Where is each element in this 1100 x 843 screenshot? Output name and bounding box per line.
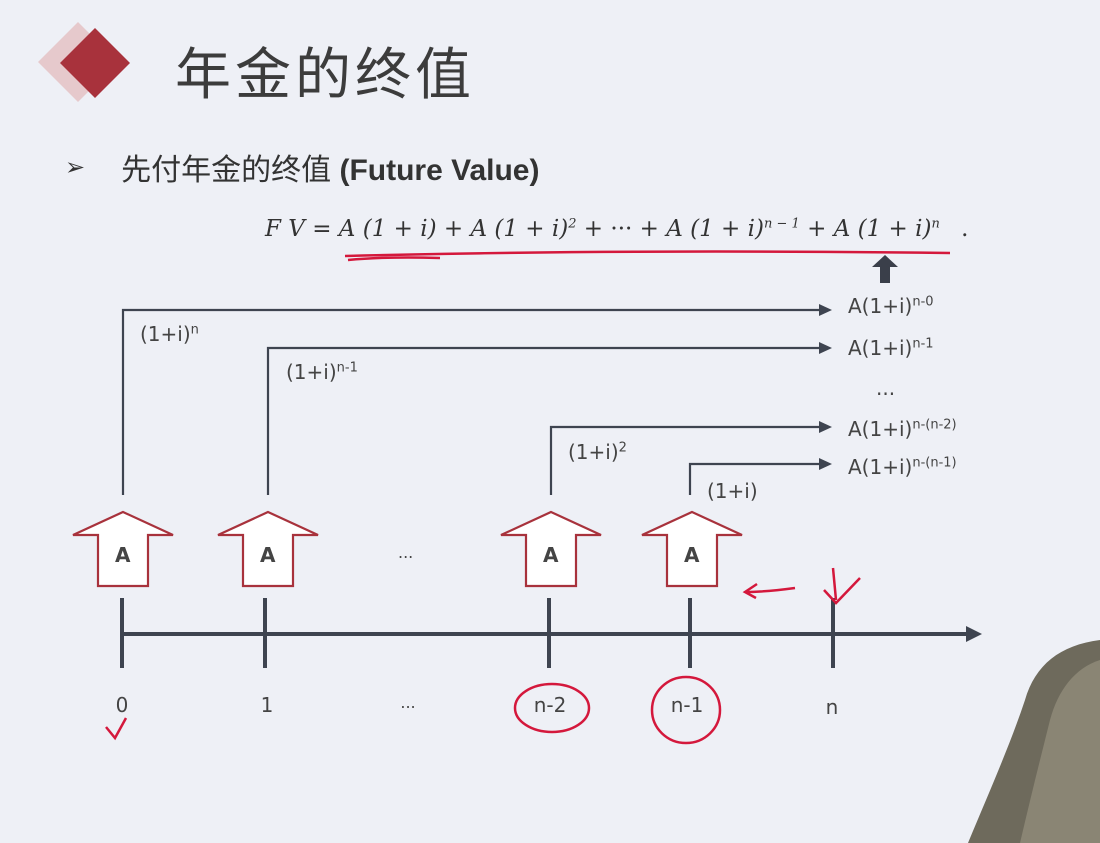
payment-label-n-2: A	[543, 543, 559, 567]
left-arrow-mark	[742, 582, 796, 600]
formula-term-4: A (1 + i)	[833, 216, 932, 242]
check-mark	[105, 717, 128, 741]
subtitle-row: ➢ 先付年金的终值 (Future Value)	[65, 145, 539, 189]
up-pointer-icon	[872, 255, 898, 283]
factor-label-n-2: (1+i)2	[568, 440, 627, 464]
formula-plus-3: +	[807, 216, 827, 242]
formula-plus-2: + ··· +	[583, 216, 659, 242]
tick-label-1: 1	[260, 693, 274, 717]
title-diamond-icon	[38, 22, 130, 102]
flow-line-0	[121, 308, 822, 495]
formula-eq: =	[312, 216, 332, 242]
subtitle-en: (Future Value)	[339, 154, 540, 187]
result-label-1: A(1+i)n-1	[848, 336, 934, 360]
flow-line-1	[266, 346, 822, 495]
formula-term-3: A (1 + i)	[666, 216, 764, 242]
tick-label-n: n	[825, 695, 839, 719]
formula-plus-1: +	[443, 216, 464, 242]
payment-arrows	[72, 510, 743, 588]
formula-lhs: F V	[265, 216, 305, 242]
formula-term-2-exp: 2	[568, 216, 577, 232]
flow-arrowheads	[819, 304, 832, 470]
payment-label-1: A	[260, 543, 276, 567]
result-label-ellipsis: ...	[876, 376, 896, 400]
tick-label-n-1: n-1	[670, 693, 704, 717]
subtitle: 先付年金的终值 (Future Value)	[121, 145, 539, 189]
formula-term-4-exp: n	[931, 216, 940, 232]
formula-dot: .	[961, 216, 969, 242]
payment-label-0: A	[115, 543, 131, 567]
flow-line-n-1	[688, 462, 822, 495]
down-arrow-mark	[823, 567, 861, 605]
flow-line-n-2	[549, 425, 822, 495]
circle-n-2	[513, 682, 591, 734]
factor-label-n-1: (1+i)	[707, 479, 758, 503]
formula-term-2: A (1 + i)	[470, 216, 569, 242]
subtitle-cn: 先付年金的终值	[121, 154, 340, 187]
formula-term-3-exp: n − 1	[763, 216, 800, 232]
tick-label-ellipsis: ...	[400, 693, 416, 712]
page-title: 年金的终值	[175, 43, 475, 108]
payment-label-n-1: A	[684, 543, 700, 567]
payment-arrow-n-2	[500, 510, 602, 588]
pen-underline-short	[347, 256, 441, 262]
pen-underline	[344, 250, 951, 258]
payment-arrow-1	[217, 510, 319, 588]
fv-formula: F V = A (1 + i) + A (1 + i)2 + ··· + A (…	[265, 216, 968, 242]
tick-label-n-2: n-2	[533, 693, 567, 717]
result-label-n-2: A(1+i)n-(n-2)	[848, 417, 957, 441]
circle-n-1	[650, 675, 722, 745]
tick-label-0: 0	[115, 693, 129, 717]
flow-lines	[121, 308, 822, 495]
formula-term-1: A (1 + i)	[338, 216, 437, 242]
result-label-n-1: A(1+i)n-(n-1)	[848, 455, 957, 479]
payment-arrow-n-1	[641, 510, 743, 588]
timeline-arrowhead	[966, 626, 982, 642]
result-label-0: A(1+i)n-0	[848, 294, 934, 318]
factor-label-0: (1+i)n	[140, 322, 199, 346]
bullet-icon: ➢	[65, 153, 86, 181]
timeline	[120, 598, 968, 668]
pen-annotations	[105, 567, 861, 745]
payment-ellipsis: ...	[398, 543, 414, 562]
payment-arrow-0	[72, 510, 174, 588]
factor-label-1: (1+i)n-1	[286, 360, 358, 384]
